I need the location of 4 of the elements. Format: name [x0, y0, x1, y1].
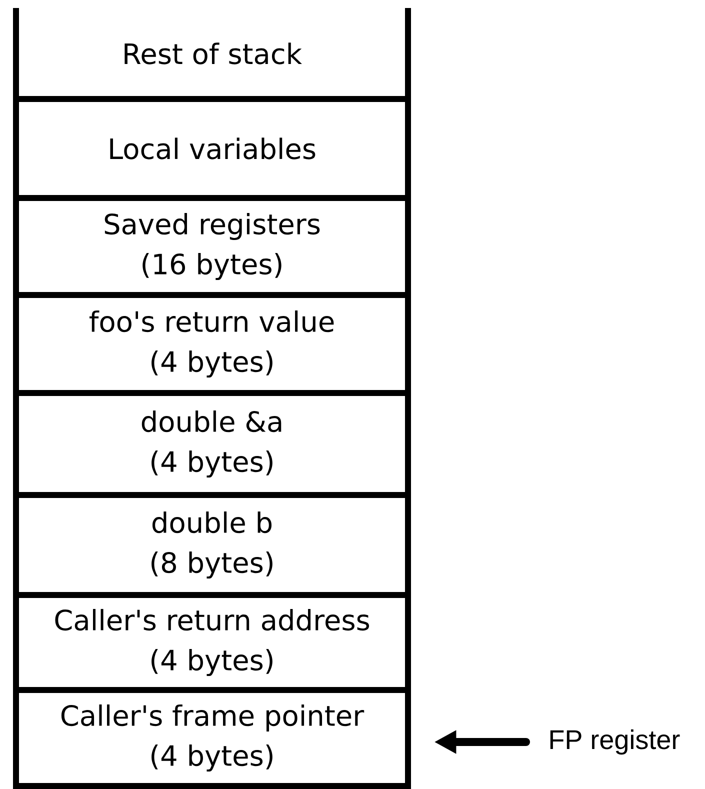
- stack-slot: Local variables: [13, 96, 411, 201]
- stack-slot: foo's return value (4 bytes): [13, 292, 411, 396]
- stack-slot: Rest of stack: [13, 8, 411, 102]
- register-label: FP register: [550, 729, 680, 755]
